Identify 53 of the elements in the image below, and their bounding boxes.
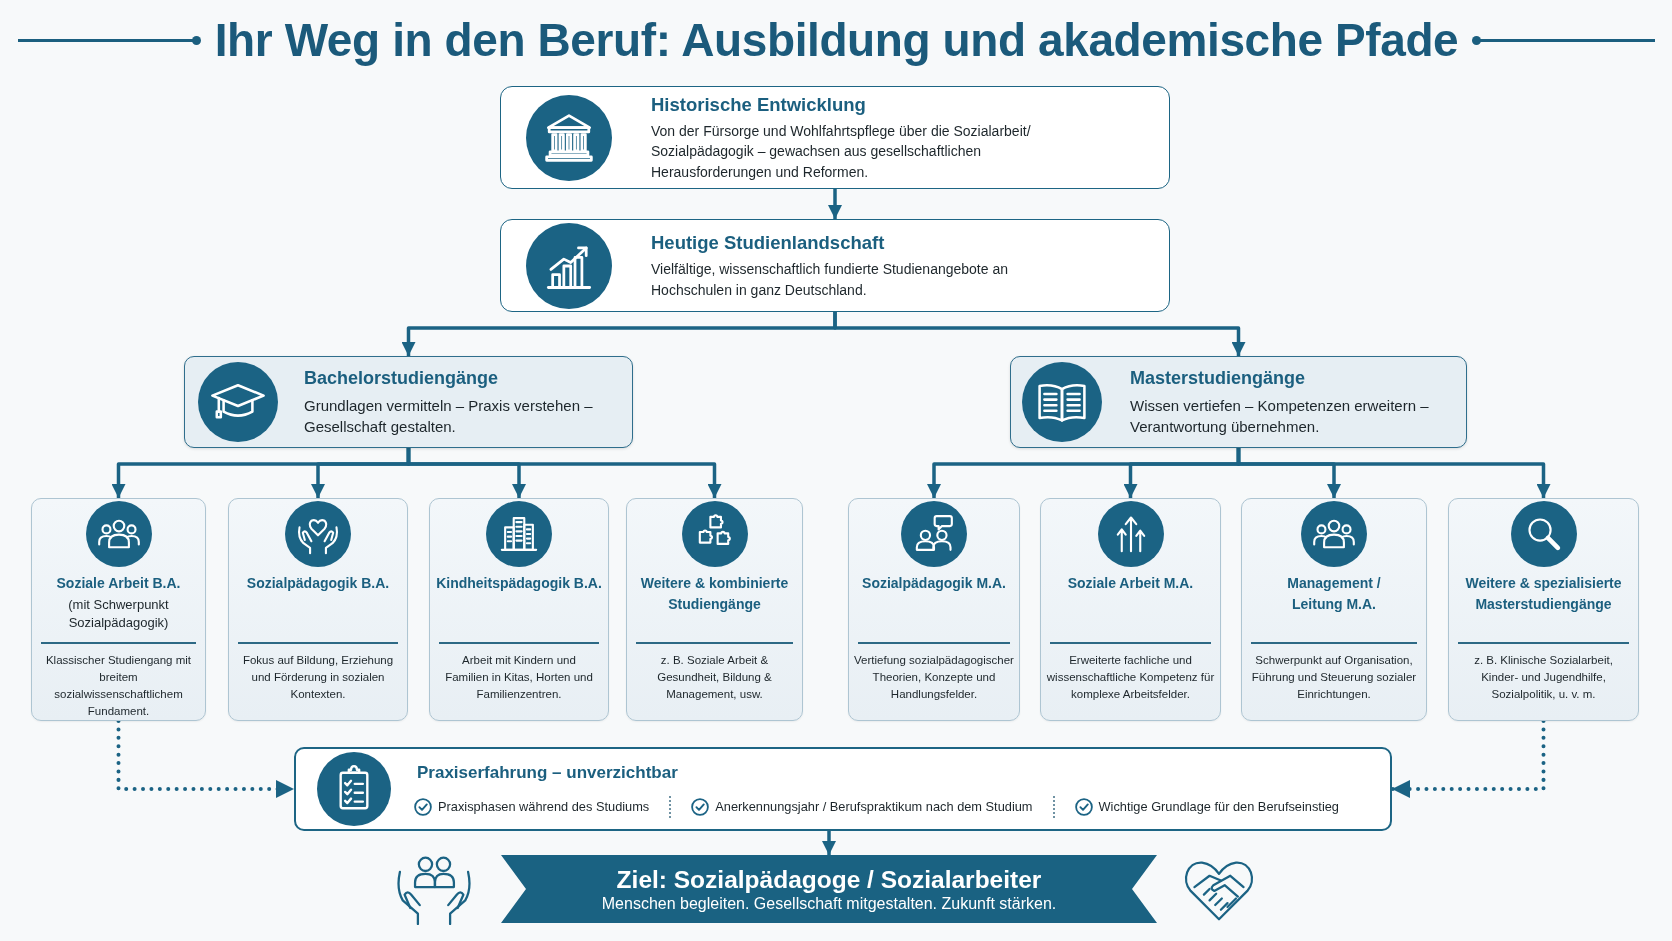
checklist-item: Anerkennungsjahr / Berufspraktikum nach dem Studium [715, 798, 1033, 816]
program-card [1448, 498, 1639, 721]
program-card [228, 498, 408, 721]
card-description: Klassischer Studiengang mit breitem sozialwissenschaftlichem Fundament. [44, 653, 193, 719]
program-card [1241, 498, 1427, 721]
card-description: Schwerpunkt auf Organisation, Führung und Steuerung sozialer Einrichtungen. [1250, 653, 1418, 702]
checklist-item: Wichtige Grundlage für den Berufseinstieg [1098, 798, 1339, 816]
practice-box [294, 747, 1392, 831]
card-title: Sozialpädagogik B.A. [245, 574, 391, 593]
card-description: z. B. Soziale Arbeit & Gesundheit, Bildung & Management, usw. [656, 653, 773, 702]
box-text: Wissen vertiefen – Kompetenzen erweitern – Verantwortung übernehmen. [1130, 396, 1430, 437]
dotted-arrow [1390, 719, 1546, 798]
connector-arrow [822, 831, 836, 855]
program-card [848, 498, 1020, 721]
program-card [31, 498, 206, 721]
info-box [500, 86, 1170, 189]
card-description: Vertiefung sozialpädagogischer Theorien, Konzepte und Handlungsfelder. [854, 653, 1014, 702]
page-title: Ihr Weg in den Beruf: Ausbildung und akademische Pfade [214, 13, 1459, 68]
banner-title: Ziel: Sozialpädagoge / Sozialarbeiter [616, 864, 1042, 894]
connector-arrow [828, 189, 842, 219]
box-title: Heutige Studienlandschaft [651, 231, 886, 254]
info-box [500, 219, 1170, 312]
card-title: Kindheitspädagogik B.A. [435, 574, 603, 593]
card-title: Soziale Arbeit M.A. [1066, 574, 1195, 593]
box-title: Historische Entwicklung [651, 92, 867, 116]
dotted-arrow [116, 719, 296, 798]
card-description: Fokus auf Bildung, Erziehung und Förderung in sozialen Kontexten. [241, 653, 395, 702]
program-card [626, 498, 803, 721]
card-description: Arbeit mit Kindern und Familien in Kitas, Horten und Familienzentren. [444, 653, 594, 702]
connector-arrow [406, 448, 722, 498]
card-title: Management / Leitung M.A. [1286, 574, 1382, 614]
card-description: z. B. Klinische Sozialarbeit, Kinder- und Jugendhilfe, Sozialpolitik, u. v. m. [1473, 653, 1614, 702]
card-title: Weitere & spezialisierte Masterstudiengänge [1464, 574, 1623, 614]
program-card [429, 498, 609, 721]
card-description: Erweiterte fachliche und wissenschaftliche Kompetenz für komplexe Arbeitsfelder. [1046, 653, 1215, 702]
card-subtitle: (mit Schwerpunkt Sozialpädagogik) [67, 595, 170, 632]
box-text: Vielfältige, wissenschaftlich fundierte Studienangebote an Hochschulen in ganz Deutschland. [651, 260, 1009, 300]
card-title: Weitere & kombinierte Studiengänge [639, 574, 790, 614]
box-text: Von der Fürsorge und Wohlfahrtspflege über die Sozialarbeit/ Sozialpädagogik – gewachsen aus gesellschaftlichen Herausforderungen und Reformen. [651, 121, 1032, 182]
category-box [184, 356, 633, 448]
card-title: Sozialpädagogik M.A. [861, 574, 1007, 593]
box-title: Bachelorstudiengänge [304, 367, 500, 390]
category-box [1010, 356, 1467, 448]
box-title: Praxiserfahrung – unverzichtbar [417, 762, 678, 784]
connector-arrow [1236, 448, 1551, 498]
card-title: Soziale Arbeit B.A. [55, 574, 182, 593]
checklist-item: Praxisphasen während des Studiums [438, 798, 650, 816]
program-card [1040, 498, 1221, 721]
banner-subtitle: Menschen begleiten. Gesellschaft mitgestalten. Zukunft stärken. [601, 893, 1057, 914]
connector-arrow [833, 312, 1246, 356]
box-title: Masterstudiengänge [1130, 367, 1307, 390]
goal-banner [501, 855, 1157, 923]
box-text: Grundlagen vermitteln – Praxis verstehen – Gesellschaft gestalten. [304, 396, 594, 437]
